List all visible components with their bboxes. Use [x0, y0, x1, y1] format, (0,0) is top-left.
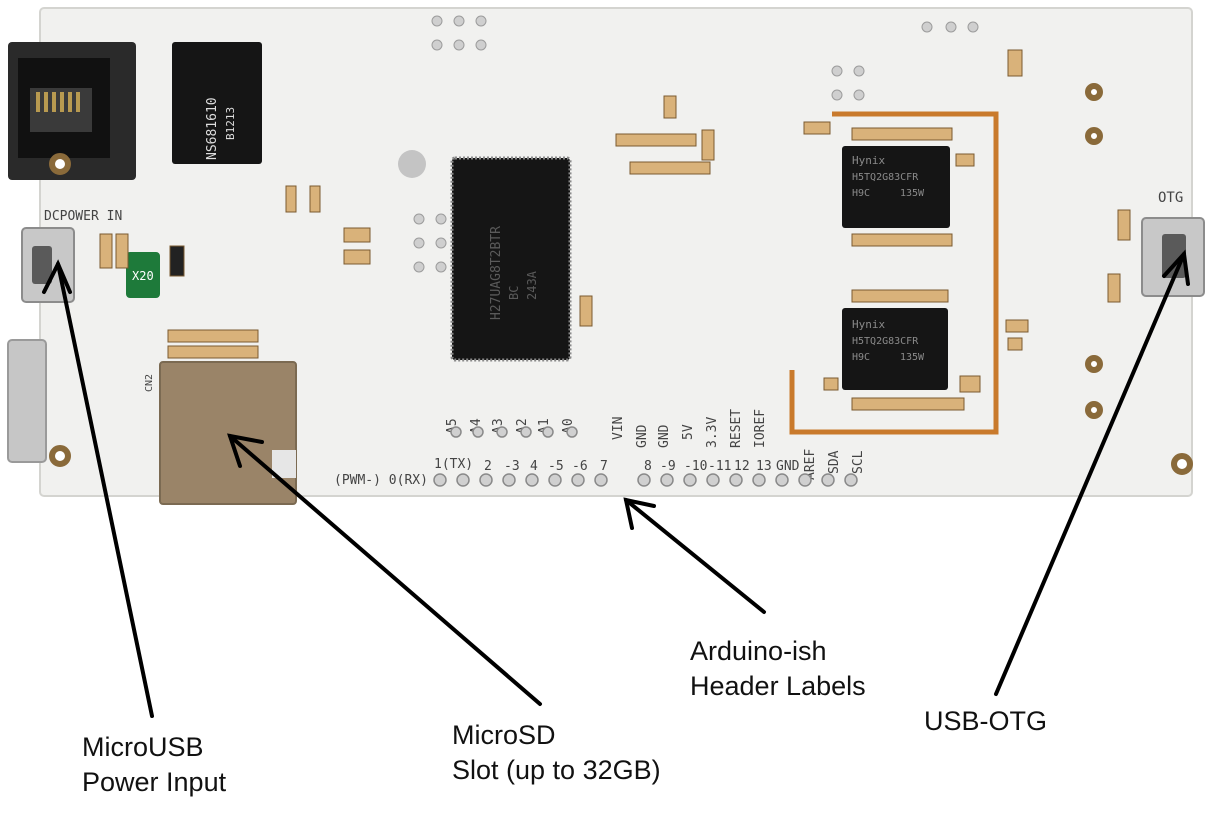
- pin-label: 12: [734, 459, 750, 474]
- pin-label: GND: [657, 424, 672, 448]
- fuse-label: X20: [132, 269, 154, 283]
- chip-label: 135W: [900, 352, 925, 363]
- serial-connector: [7, 339, 47, 463]
- pin-label: (PWM-) 0(RX): [334, 473, 428, 488]
- pin-label: IOREF: [753, 409, 768, 448]
- chip-label: H5TQ2G83CFR: [852, 172, 919, 183]
- pin-label: -6: [572, 459, 588, 474]
- chip-label: NS681610: [205, 97, 220, 160]
- otg-label: OTG: [1158, 190, 1183, 206]
- solder-pads: [413, 15, 979, 273]
- chip-label: H9C: [852, 188, 870, 199]
- callout-usb-otg: USB-OTG: [924, 704, 1047, 739]
- pin-label: 7: [600, 459, 608, 474]
- ethernet-jack: [8, 42, 136, 180]
- arrowhead-microusb: [42, 259, 72, 294]
- chip-label: H5TQ2G83CFR: [852, 336, 919, 347]
- chip-label: B1213: [224, 107, 237, 140]
- chip-label: BC: [507, 286, 521, 300]
- chip-label: H27UAG8T2BTR: [489, 226, 504, 320]
- chip-label: Hynix: [852, 154, 885, 167]
- mounting-holes: [49, 83, 1193, 475]
- digital-pin-labels: (PWM-) 0(RX) 1(TX) 2 -3 4 -5 -6 7 8 -9 -…: [334, 457, 800, 488]
- callout-line: Arduino-ish: [690, 636, 827, 666]
- pin-label: 5V: [681, 424, 696, 440]
- callout-microsd-slot: MicroSD Slot (up to 32GB): [452, 718, 661, 788]
- callout-arrows: [42, 249, 1190, 718]
- right-pin-labels: AREF SDA SCL: [803, 449, 866, 480]
- pin-label: 13: [756, 459, 772, 474]
- header-pin-holes: [433, 426, 858, 487]
- pin-label: AREF: [803, 449, 818, 480]
- arrowhead-header: [623, 497, 656, 530]
- microusb-power-connector: [21, 227, 75, 303]
- arrow-header: [624, 498, 766, 614]
- pin-label: -5: [548, 459, 564, 474]
- pin-label: -10: [684, 459, 707, 474]
- arrowhead-microsd: [227, 433, 264, 468]
- dram-chip-bottom: Hynix H5TQ2G83CFR H9C 135W: [842, 308, 948, 390]
- callout-microusb-power: MicroUSB Power Input: [82, 730, 226, 800]
- chip-label: H9C: [852, 352, 870, 363]
- chip-label: 135W: [900, 188, 925, 199]
- sd-ref-label: CN2: [144, 374, 155, 392]
- power-pin-labels: VIN GND GND 5V 3.3V RESET IOREF: [611, 409, 768, 448]
- nand-flash-chip: H27UAG8T2BTR BC 243A: [450, 156, 572, 362]
- callout-line: MicroUSB: [82, 732, 204, 762]
- callout-line: Header Labels: [690, 671, 866, 701]
- pin-label: SCL: [851, 450, 866, 474]
- callout-line: Power Input: [82, 767, 227, 797]
- dcpower-label: DCPOWER IN: [44, 209, 122, 224]
- pin-label: 3.3V: [705, 417, 720, 448]
- dram-chip-top: Hynix H5TQ2G83CFR H9C 135W: [842, 146, 950, 228]
- arrow-microsd: [228, 434, 542, 706]
- fiducial: [398, 150, 426, 178]
- pin-label: SDA: [827, 450, 842, 474]
- pin-label: 8: [644, 459, 652, 474]
- pin-label: 4: [530, 459, 538, 474]
- pin-label: -9: [660, 459, 676, 474]
- fuse: X20: [126, 252, 160, 298]
- arrowhead-usb-otg: [1162, 249, 1190, 286]
- pin-pad-rows: [167, 127, 965, 411]
- pin-label: RESET: [729, 409, 744, 448]
- smd-components: [99, 49, 1131, 393]
- pin-label: 2: [484, 459, 492, 474]
- callout-line: Slot (up to 32GB): [452, 755, 661, 785]
- pin-label: -11: [708, 459, 731, 474]
- chip-label: Hynix: [852, 318, 885, 331]
- pin-label: VIN: [611, 417, 626, 440]
- callout-line: USB-OTG: [924, 706, 1048, 736]
- callout-line: MicroSD: [452, 720, 556, 750]
- chip-label: 243A: [525, 270, 539, 300]
- microsd-slot: CN2: [144, 361, 297, 505]
- arrow-microusb: [56, 262, 154, 718]
- copper-trace-outline: [789, 111, 999, 435]
- pin-label: 1(TX): [434, 457, 473, 472]
- ethernet-magnetics-chip: NS681610 B1213: [172, 42, 262, 164]
- pin-label: GND: [635, 424, 650, 448]
- pin-label: GND: [776, 459, 800, 474]
- arrow-usb-otg: [994, 252, 1186, 696]
- callout-header-labels: Arduino-ish Header Labels: [690, 634, 866, 704]
- pin-label: -3: [504, 459, 520, 474]
